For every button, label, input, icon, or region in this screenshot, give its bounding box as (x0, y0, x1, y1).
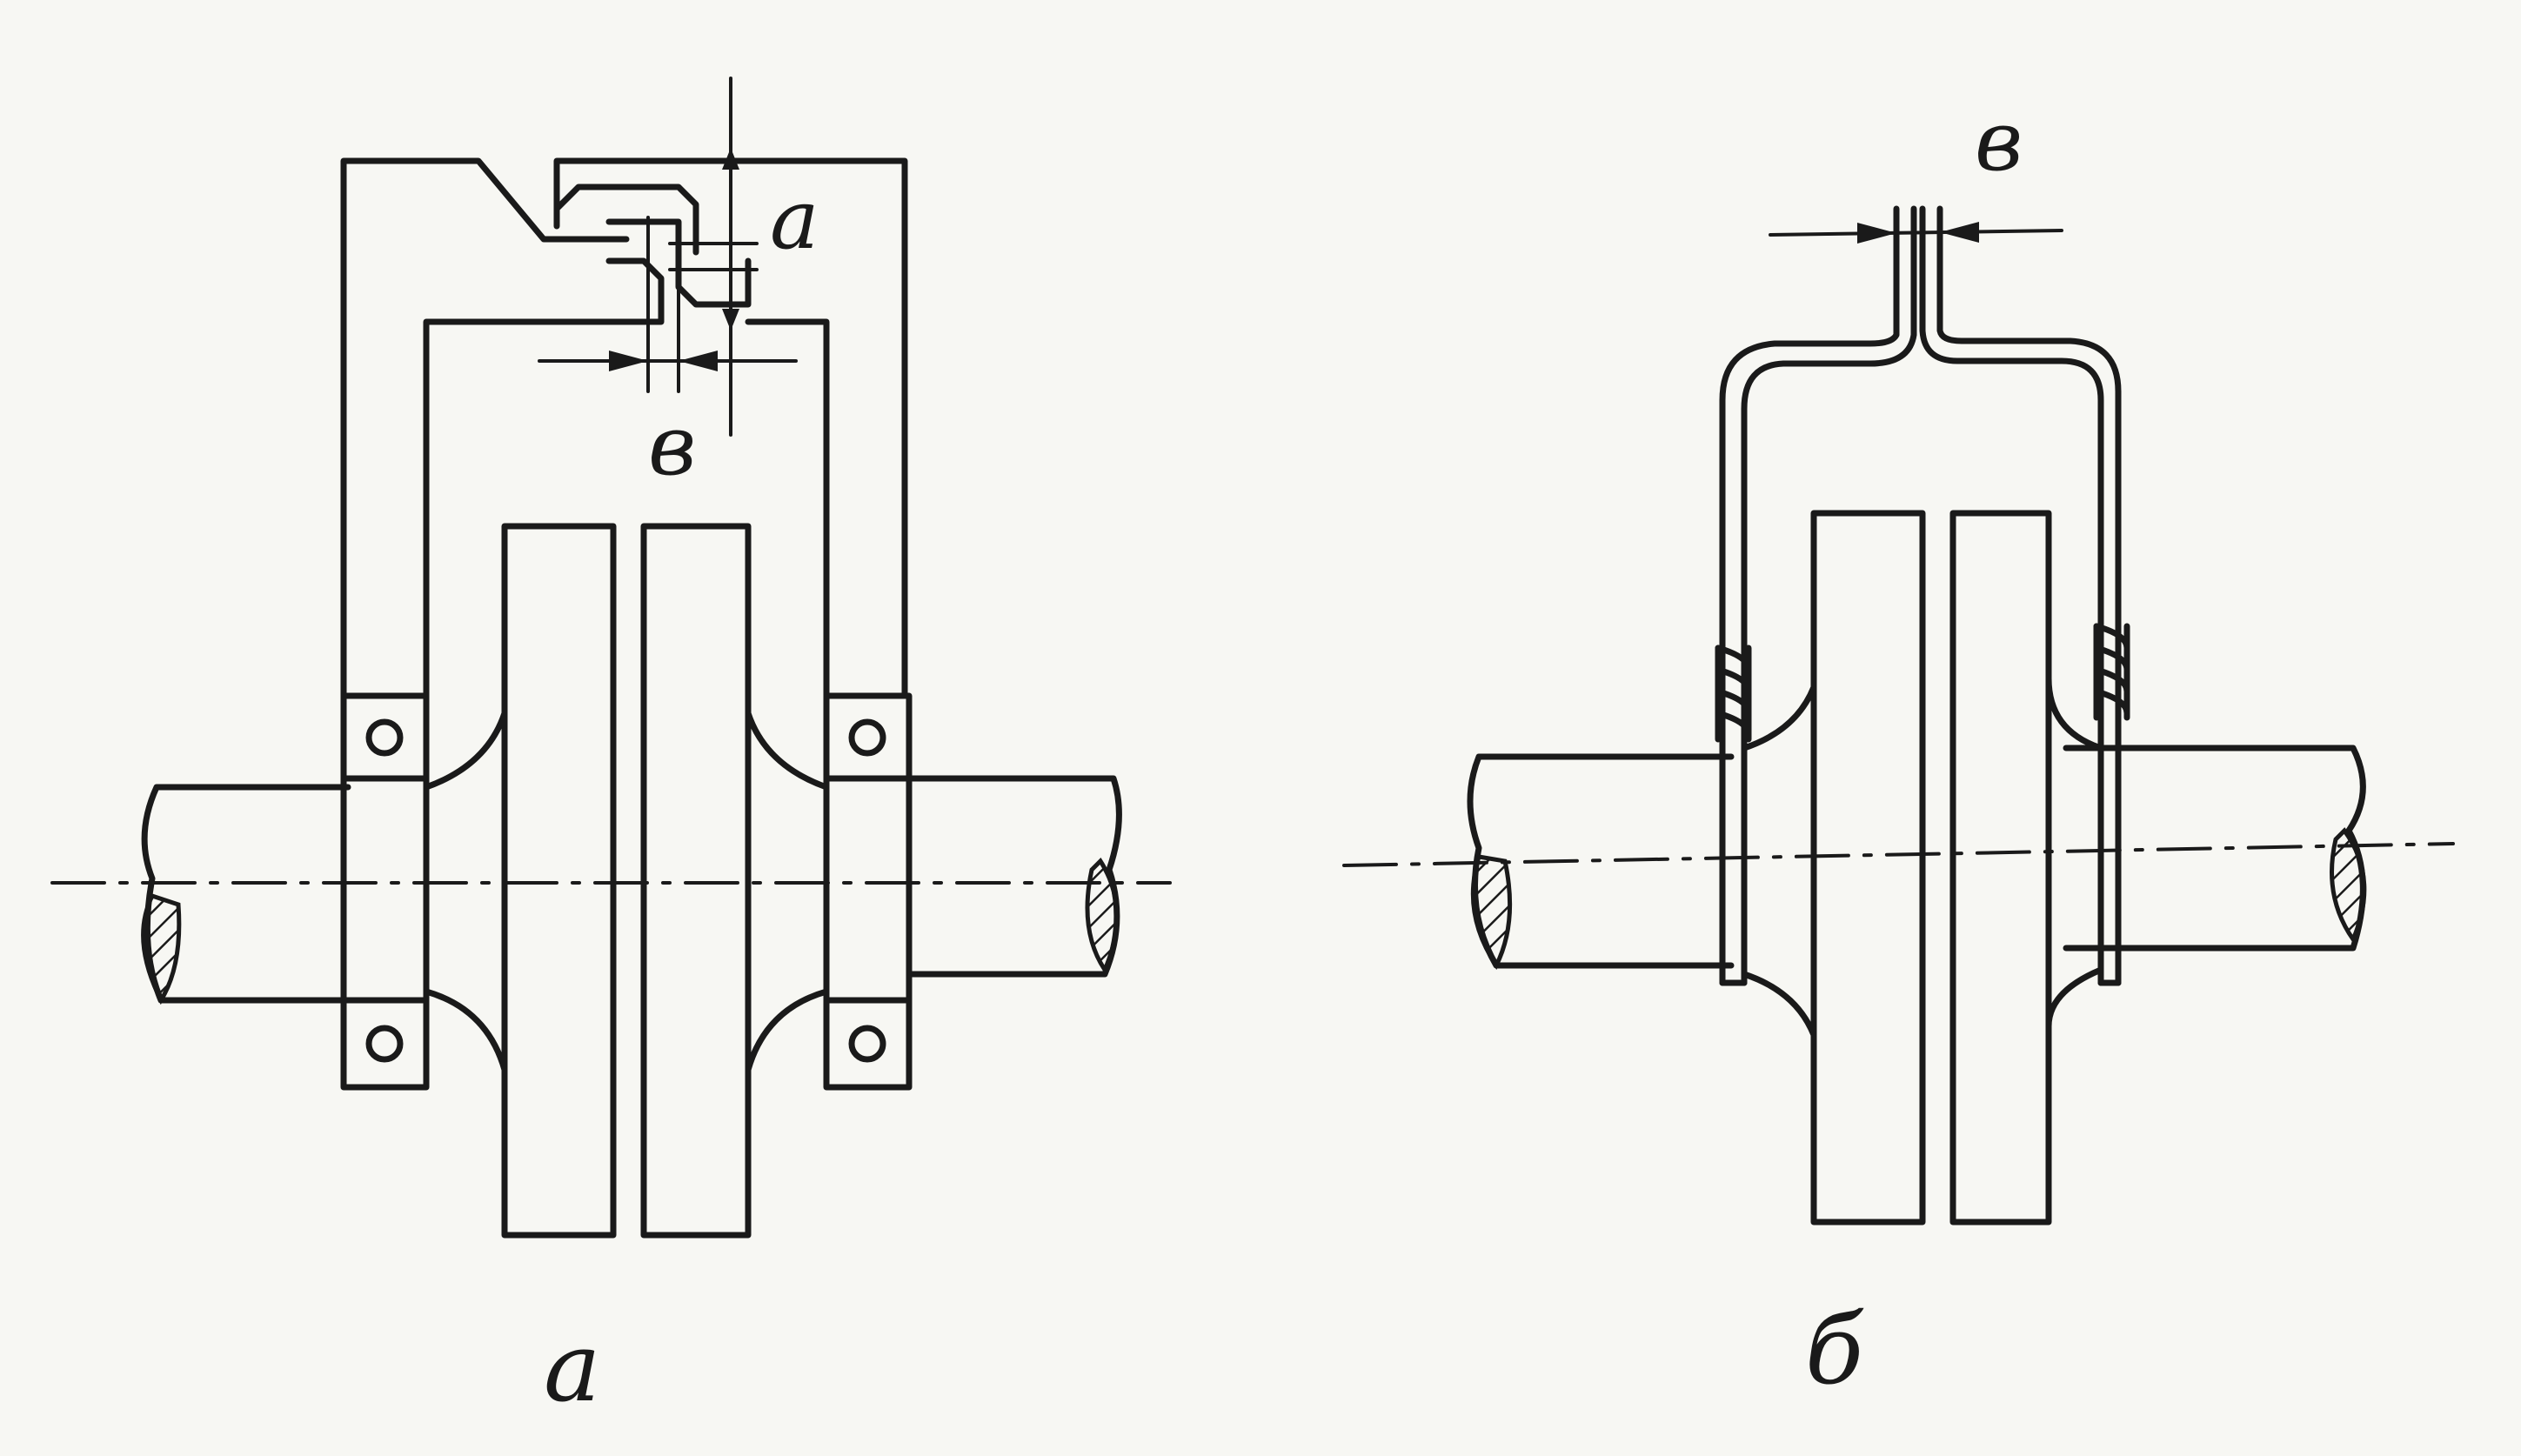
panel-a-inner-housing (423, 257, 830, 699)
panel-a-bearing-top-left (340, 692, 430, 782)
panel-b-shroud-left (1719, 205, 1900, 986)
panel-b-shaft-section-right (2330, 827, 2367, 945)
panel-b-spring-left (1715, 645, 1752, 743)
panel-b-spring-right (2093, 623, 2130, 721)
panel-a-shaft (141, 775, 1122, 1004)
panel-a-ball-top-right (848, 718, 886, 757)
panel-b-centerline (1342, 842, 2455, 867)
panel-b-caption: б (1805, 1294, 1864, 1406)
panel-a-bearing-bottom-left (340, 997, 430, 1091)
panel-b-shaft (1467, 745, 2366, 969)
panel-a-shaft-section-left (141, 892, 182, 1005)
panel-a-label-b: в (648, 398, 696, 494)
panel-a-bearing-top-right (823, 692, 913, 782)
panel-a-ball-bottom-right (848, 1025, 886, 1063)
panel-a: а в а (50, 77, 1172, 1423)
panel-b: в б (1342, 94, 2455, 1406)
panel-b-label-b: в (1975, 94, 2023, 190)
panel-a-caption: а (544, 1312, 601, 1423)
panel-b-disc-left (1810, 510, 1926, 1226)
panel-a-label-a: а (770, 172, 819, 268)
panel-b-shaft-section-left (1470, 854, 1513, 970)
panel-b-shroud-right (1936, 205, 2122, 986)
panel-a-shaft-section-right (1085, 858, 1120, 975)
panel-a-disc-right (640, 523, 752, 1239)
panel-a-hub-left (423, 710, 508, 1073)
panel-b-hub-left (1741, 684, 1817, 1039)
panel-b-shroud-right-inner (1919, 205, 2104, 986)
panel-b-shroud-left-inner (1741, 205, 1917, 986)
panel-a-ball-bottom-left (365, 1025, 404, 1063)
panel-a-bearing-bottom-right (823, 997, 913, 1091)
panel-a-ball-top-left (365, 718, 404, 757)
panel-a-labyrinth (553, 184, 752, 308)
panel-a-hub-right (745, 710, 830, 1073)
panel-a-disc-left (501, 523, 617, 1239)
panel-b-disc-right (1949, 510, 2052, 1226)
